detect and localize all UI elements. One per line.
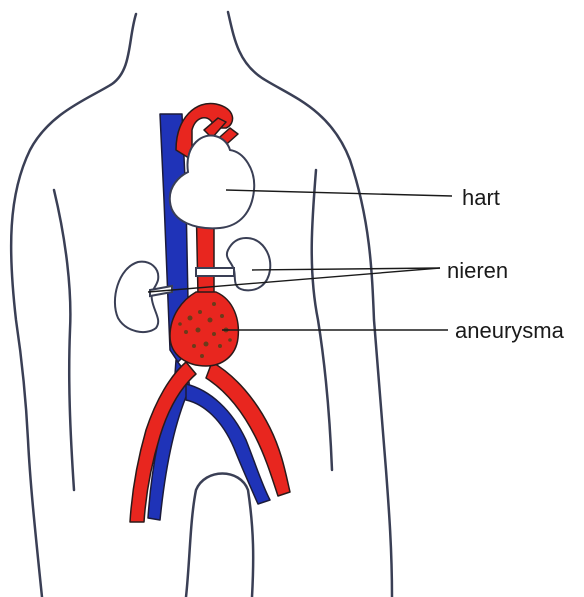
label-kidneys: nieren xyxy=(447,260,508,282)
left-arm-line xyxy=(54,190,74,490)
body-outline-right xyxy=(228,12,392,597)
leader-line-heart xyxy=(226,190,452,196)
label-aneurysm: aneurysma xyxy=(455,320,564,342)
crotch-line xyxy=(186,474,253,597)
right-arm-line xyxy=(312,170,332,470)
right-renal-vessel xyxy=(196,268,234,276)
leader-line-kidney-left xyxy=(148,268,440,292)
label-heart: hart xyxy=(462,187,500,209)
left-kidney xyxy=(115,262,158,332)
